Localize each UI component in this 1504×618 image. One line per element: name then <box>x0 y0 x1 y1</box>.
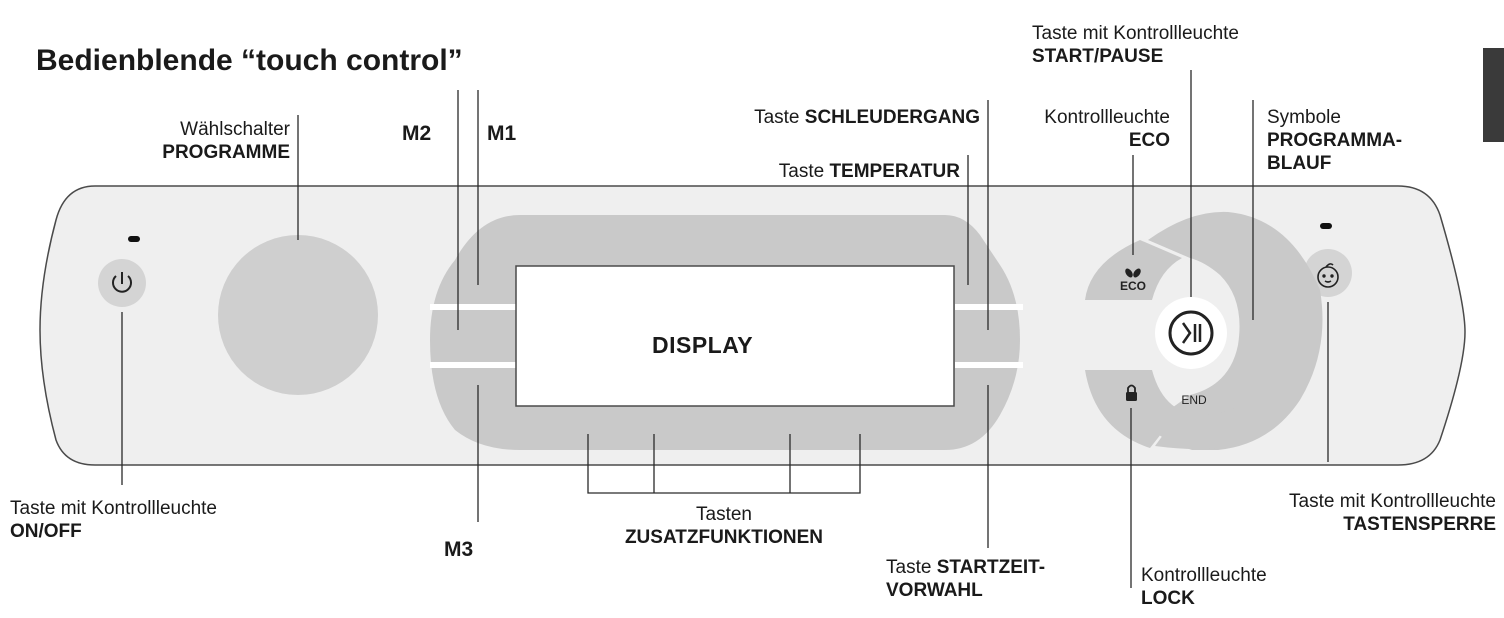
label-temperatur: Taste TEMPERATUR <box>778 161 960 182</box>
lock-segment <box>1085 370 1180 448</box>
power-icon <box>112 272 132 293</box>
eco-leaf-icon <box>1125 268 1141 278</box>
label-onoff: Taste mit Kontrollleuchte ON/OFF <box>10 498 217 542</box>
label-programmablauf: Symbole PROGRAMMA- BLAUF <box>1267 107 1403 174</box>
start-pause-ring <box>1168 310 1214 356</box>
label-lock: Kontrollleuchte LOCK <box>1141 565 1267 609</box>
label-programme: Wählschalter PROGRAMME <box>162 119 290 163</box>
end-icon-text: END <box>1181 393 1207 407</box>
temperatur-button-divider <box>955 304 1023 310</box>
tastensperre-led <box>1320 223 1332 229</box>
section-tab <box>1483 48 1504 142</box>
leader-zusatz-bracket <box>587 434 861 494</box>
end-segment <box>1155 408 1235 449</box>
leader-lines <box>121 70 1329 588</box>
page-title: Bedienblende “touch control” <box>36 44 463 77</box>
label-start-pause: Taste mit Kontrollleuchte START/PAUSE <box>1032 23 1239 67</box>
label-startzeit: Taste STARTZEIT- VORWAHL <box>886 557 1046 601</box>
label-m2: M2 <box>402 122 432 145</box>
programme-dial[interactable] <box>218 235 378 395</box>
play-pause-icon <box>1181 322 1202 344</box>
m3-button-divider <box>430 362 518 368</box>
m2-button-divider <box>430 304 518 310</box>
display-label: DISPLAY <box>652 332 754 358</box>
eco-icon-text: ECO <box>1120 279 1146 293</box>
display-screen <box>515 265 955 407</box>
onoff-led <box>128 236 140 242</box>
label-zusatz: Tasten ZUSATZFUNKTIONEN <box>624 504 824 548</box>
child-face-icon <box>1317 263 1339 288</box>
lock-icon <box>1126 384 1137 401</box>
eco-segment[interactable] <box>1085 240 1182 300</box>
label-tastensperre: Taste mit Kontrollleuchte TASTENSPERRE <box>1289 491 1496 535</box>
label-m3: M3 <box>444 538 474 561</box>
label-eco: Kontrollleuchte ECO <box>1044 107 1170 151</box>
label-schleudergang: Taste SCHLEUDERGANG <box>754 107 980 128</box>
programmablauf-ring <box>1148 211 1323 450</box>
label-m1: M1 <box>487 122 517 145</box>
startzeit-button-divider <box>955 362 1023 368</box>
